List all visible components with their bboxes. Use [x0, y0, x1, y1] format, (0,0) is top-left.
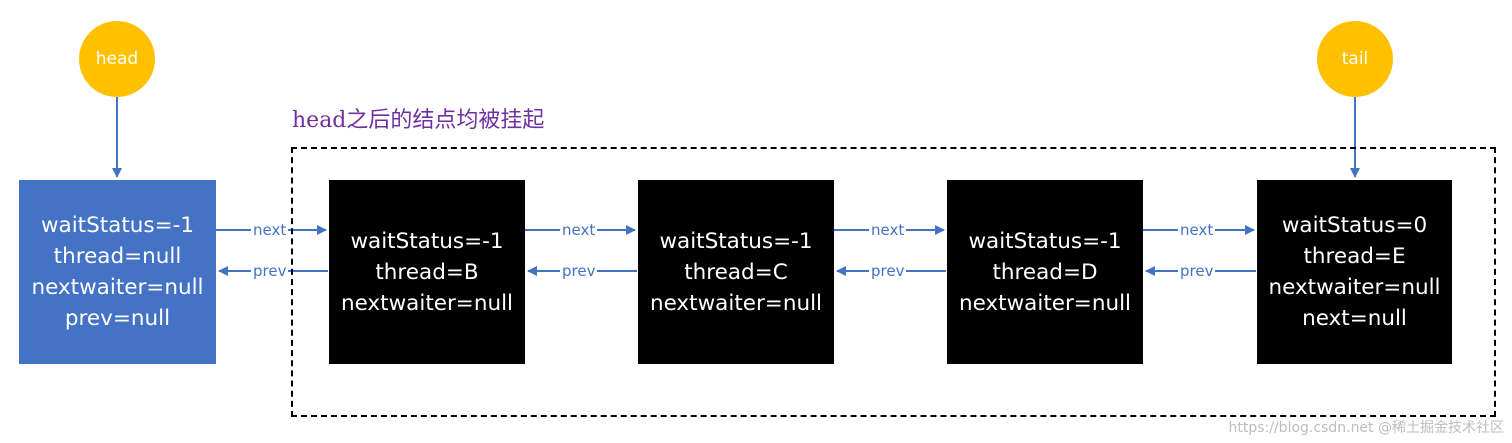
next-label: next — [251, 221, 289, 239]
queue-node-d: waitStatus=-1 thread=D nextwaiter=null — [947, 180, 1143, 364]
next-label: next — [560, 221, 598, 239]
suspended-group-label: head之后的结点均被挂起 — [292, 108, 545, 133]
queue-node-head: waitStatus=-1 thread=null nextwaiter=nul… — [19, 180, 216, 364]
next-label: next — [1178, 221, 1216, 239]
watermark: https://blog.csdn.net @稀土掘金技术社区 — [1228, 420, 1505, 436]
node-field: nextwaiter=null — [1268, 275, 1441, 300]
prev-label: prev — [560, 262, 598, 280]
node-field: next=null — [1302, 306, 1407, 331]
node-field: thread=E — [1303, 244, 1406, 269]
suspended-group-box — [291, 147, 1496, 417]
tail-pointer-label: tail — [1341, 49, 1369, 69]
node-field: thread=C — [684, 259, 788, 285]
next-label: next — [869, 221, 907, 239]
tail-pointer: tail — [1317, 21, 1393, 97]
node-field: waitStatus=-1 — [350, 228, 504, 254]
node-field: prev=null — [64, 306, 171, 331]
queue-node-b: waitStatus=-1 thread=B nextwaiter=null — [329, 180, 525, 364]
node-field: waitStatus=-1 — [40, 213, 195, 238]
node-field: thread=null — [53, 244, 182, 269]
head-pointer: head — [79, 21, 155, 97]
queue-node-c: waitStatus=-1 thread=C nextwaiter=null — [638, 180, 834, 364]
prev-label: prev — [251, 262, 289, 280]
node-field: thread=B — [375, 259, 479, 285]
node-field: waitStatus=-1 — [968, 228, 1122, 254]
head-pointer-label: head — [95, 49, 139, 69]
node-field: nextwaiter=null — [340, 290, 514, 316]
node-field: thread=D — [992, 259, 1098, 285]
node-field: nextwaiter=null — [958, 290, 1132, 316]
node-field: waitStatus=-1 — [659, 228, 813, 254]
prev-label: prev — [1178, 262, 1216, 280]
node-field: nextwaiter=null — [649, 290, 823, 316]
prev-label: prev — [869, 262, 907, 280]
queue-node-tail: waitStatus=0 thread=E nextwaiter=null ne… — [1257, 180, 1452, 364]
node-field: nextwaiter=null — [31, 275, 204, 300]
node-field: waitStatus=0 — [1281, 213, 1428, 238]
